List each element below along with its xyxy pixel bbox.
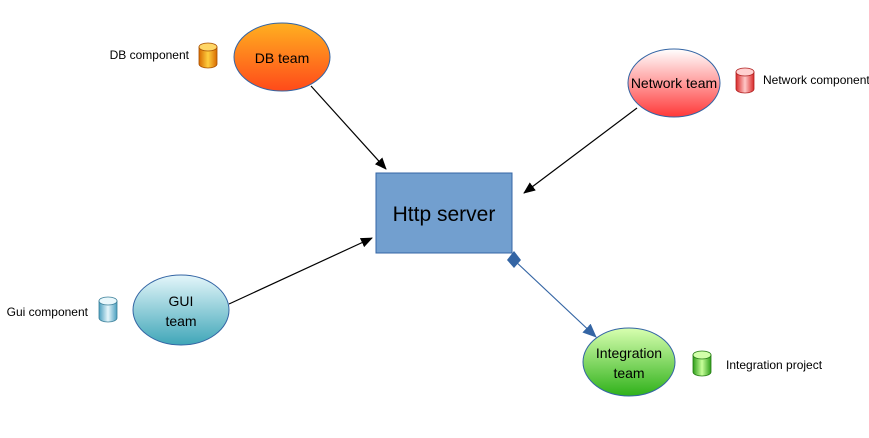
- network-team-node[interactable]: Network team: [627, 48, 721, 118]
- gui-component-label: Gui component: [7, 305, 89, 319]
- db-component[interactable]: DB component: [110, 42, 218, 69]
- integration-team-ellipse: [582, 327, 676, 397]
- http-server-label: Http server: [393, 203, 496, 226]
- network-team-label: Network team: [631, 75, 717, 91]
- server-to-integration-composition[interactable]: [513, 259, 597, 338]
- network-to-server-arrow[interactable]: [523, 107, 638, 194]
- gui-team-label-line1: GUI: [169, 293, 194, 309]
- network-team-ellipse: [627, 48, 721, 118]
- network-component[interactable]: Network component: [735, 67, 869, 94]
- gui-team-ellipse: [132, 274, 230, 346]
- gui-component[interactable]: Gui component: [7, 296, 118, 323]
- gui-team-label-line2: team: [165, 313, 196, 329]
- db-team-label: DB team: [255, 50, 309, 66]
- composition-diamond: [507, 251, 521, 268]
- gui-team-node[interactable]: GUI team: [132, 274, 230, 346]
- gui-to-server-arrow[interactable]: [228, 237, 373, 305]
- integration-team-node[interactable]: Integration team: [582, 327, 676, 397]
- db-component-label: DB component: [110, 48, 190, 62]
- network-component-label: Network component: [763, 73, 869, 87]
- integration-component[interactable]: Integration project: [692, 350, 823, 377]
- db-to-server-arrow[interactable]: [310, 85, 387, 170]
- integration-team-label-line1: Integration: [596, 345, 662, 361]
- database-icon: [198, 42, 218, 69]
- db-team-node[interactable]: DB team: [233, 22, 331, 92]
- database-icon: [735, 67, 755, 94]
- http-server-box: [375, 172, 513, 254]
- http-server-node[interactable]: Http server: [375, 172, 513, 254]
- integration-team-label-line2: team: [613, 365, 644, 381]
- integration-component-label: Integration project: [726, 358, 823, 372]
- database-icon: [692, 350, 712, 377]
- connectors: [228, 85, 638, 338]
- database-icon: [98, 296, 118, 323]
- db-team-ellipse: [233, 22, 331, 92]
